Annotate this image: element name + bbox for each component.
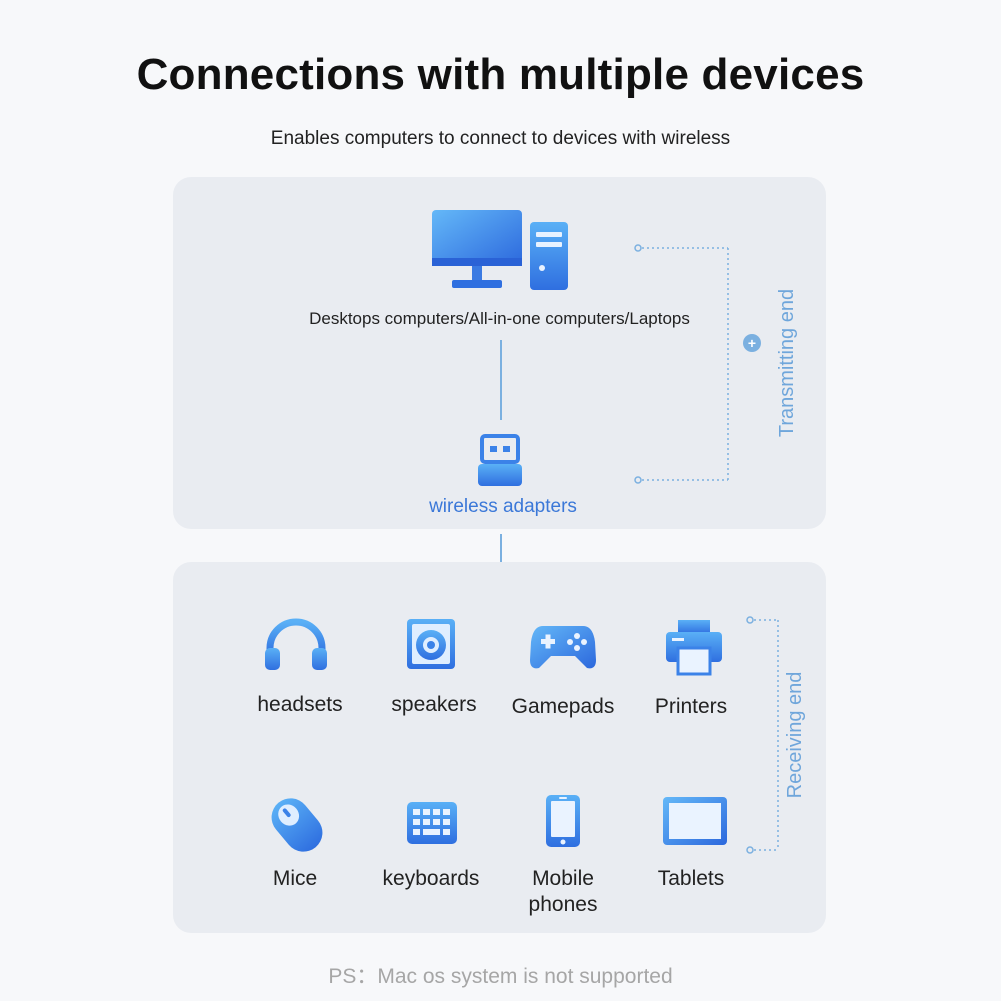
device-label-mice: Mice [272, 867, 318, 890]
transmitting-bracket [634, 244, 729, 484]
computers-label: Desktops computers/All-in-one computers/… [309, 309, 690, 328]
headset-icon [265, 618, 327, 670]
mouse-icon [271, 798, 323, 852]
device-label-printers: Printers [654, 695, 728, 718]
page-title: Connections with multiple devices [136, 50, 865, 99]
footnote: PS：Mac os system is not supported [328, 965, 673, 988]
printer-icon [666, 620, 722, 676]
device-label-headsets: headsets [257, 693, 343, 716]
device-label-tablets: Tablets [657, 867, 725, 890]
phone-icon [546, 795, 580, 847]
transmitting-end-label: Transmitting end [776, 288, 798, 438]
device-label-mobile-phones: Mobile phones [528, 867, 598, 916]
tablet-icon [663, 797, 727, 845]
receiving-bracket [746, 616, 779, 854]
device-label-gamepads: Gamepads [511, 695, 615, 718]
speaker-icon [407, 619, 455, 669]
device-label-keyboards: keyboards [382, 867, 480, 890]
usb-adapter-icon [478, 434, 522, 486]
connector-line [500, 340, 502, 420]
keyboard-icon [407, 802, 457, 844]
device-label-speakers: speakers [391, 693, 477, 716]
desktop-computer-icon [432, 210, 568, 290]
page-subtitle: Enables computers to connect to devices … [270, 128, 731, 149]
receiving-end-label: Receiving end [784, 671, 806, 799]
gamepad-icon [530, 626, 596, 669]
plus-badge: + [743, 334, 761, 352]
adapter-label: wireless adapters [429, 496, 577, 517]
